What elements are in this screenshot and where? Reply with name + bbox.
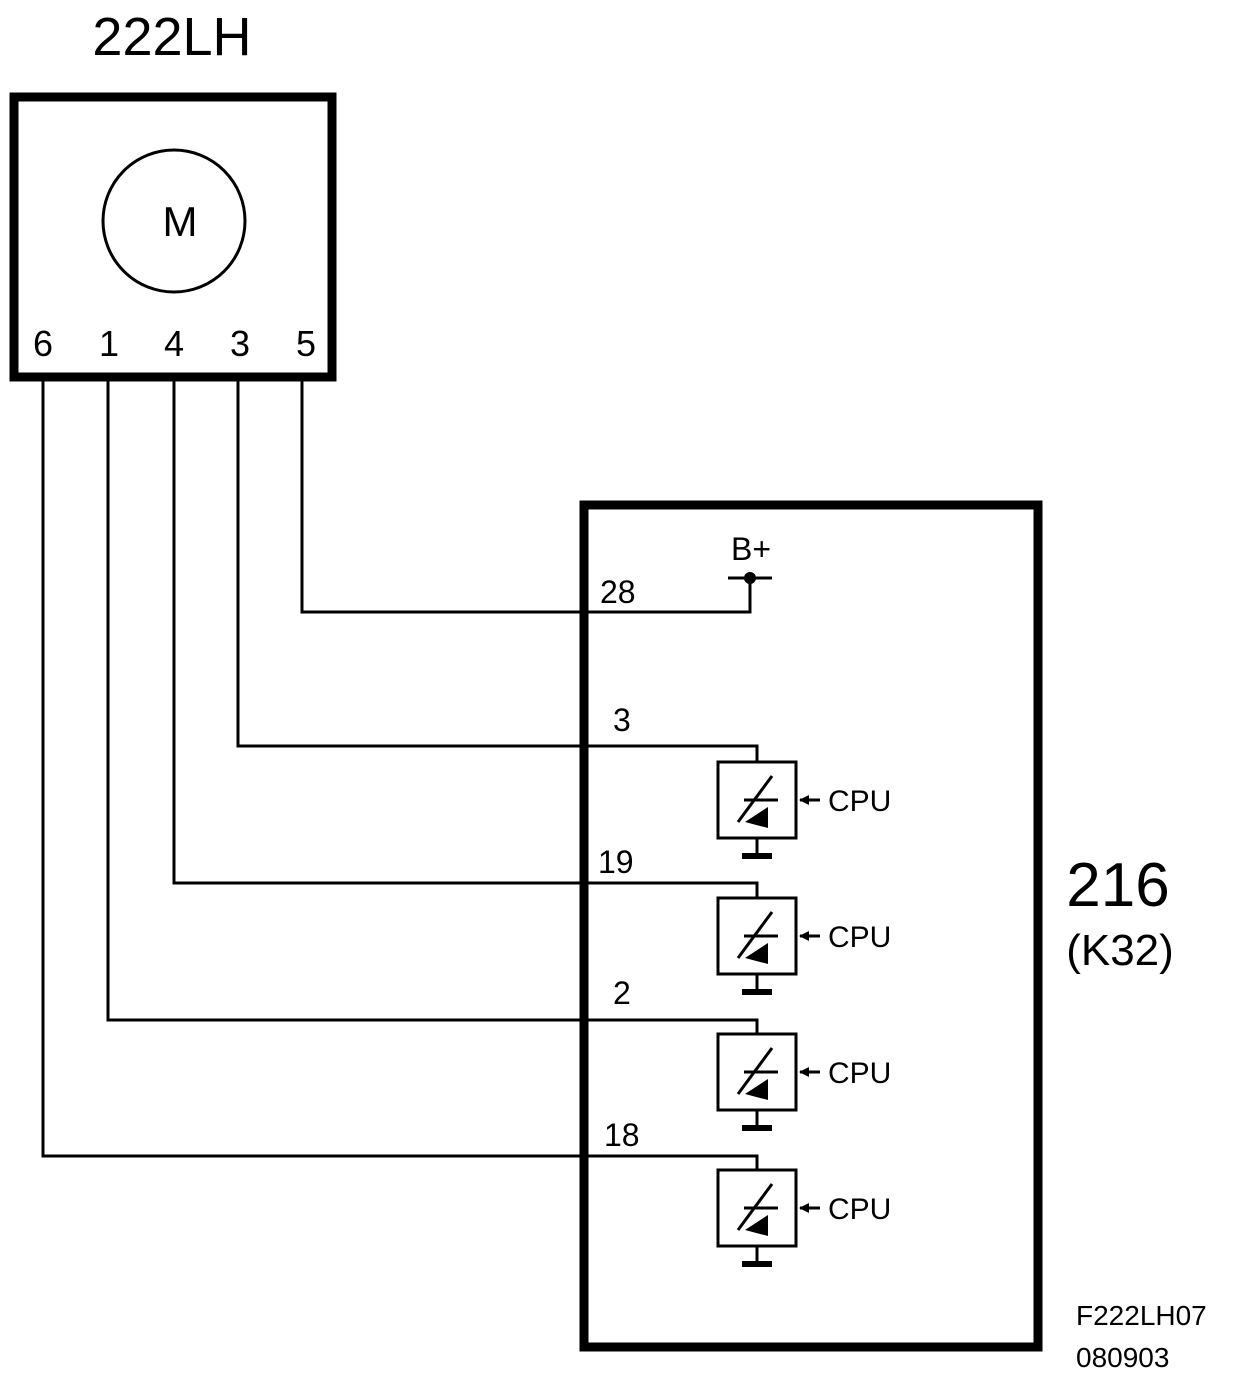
control-unit-id: 216 xyxy=(1066,851,1169,920)
figure-date-code: 080903 xyxy=(1076,1342,1169,1373)
wire-pin3-to-3 xyxy=(236,377,759,762)
wire-pin1-to-2 xyxy=(106,377,759,1034)
wire-pin5-to-28 xyxy=(300,377,752,614)
motor-pin-4: 4 xyxy=(164,323,184,364)
driver-1-cpu-label: CPU xyxy=(828,785,891,818)
driver-switch-2 xyxy=(716,896,820,995)
driver-switch-3 xyxy=(716,1032,820,1131)
driver-3-cpu-label: CPU xyxy=(828,1057,891,1090)
control-pin-2: 2 xyxy=(613,975,631,1011)
control-pin-18: 18 xyxy=(604,1117,640,1153)
supply-label: B+ xyxy=(731,531,771,567)
control-pin-3: 3 xyxy=(613,702,631,738)
control-unit-housing xyxy=(579,500,1043,1352)
motor-pin-3: 3 xyxy=(230,323,250,364)
motor-symbol-label: M xyxy=(163,198,198,245)
driver-2-cpu-label: CPU xyxy=(828,921,891,954)
figure-reference: F222LH07 xyxy=(1076,1300,1207,1331)
control-unit-code: (K32) xyxy=(1066,926,1174,975)
motor-pin-1: 1 xyxy=(99,323,119,364)
control-pin-19: 19 xyxy=(598,844,634,880)
motor-component-id: 222LH xyxy=(92,7,251,67)
driver-switch-1 xyxy=(716,760,820,859)
motor-pin-5: 5 xyxy=(296,323,316,364)
motor-pin-6: 6 xyxy=(33,323,53,364)
wire-pin4-to-19 xyxy=(172,377,759,898)
driver-4-cpu-label: CPU xyxy=(828,1193,891,1226)
supply-node xyxy=(744,572,756,584)
driver-switch-4 xyxy=(716,1168,820,1267)
control-pin-28: 28 xyxy=(600,574,636,610)
motor-symbol-circle xyxy=(101,148,247,294)
wire-pin6-to-18 xyxy=(41,377,759,1170)
